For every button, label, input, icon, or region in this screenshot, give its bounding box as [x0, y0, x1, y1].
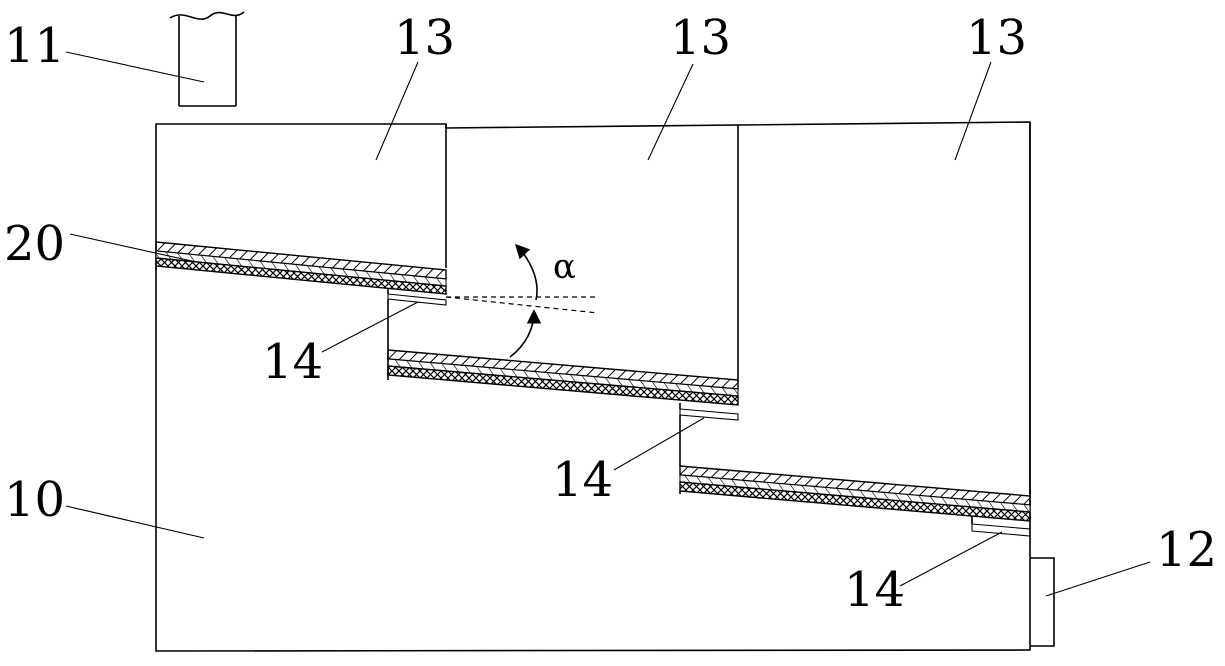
leader-lines: [65, 51, 1151, 597]
label-angle: α: [553, 247, 576, 287]
angle-indicator: [445, 243, 599, 358]
inlet-pipe: [169, 11, 245, 107]
partition-walls: [445, 122, 1031, 498]
outlet-pipe: [1030, 557, 1055, 647]
label-chamber-2: 13: [670, 10, 731, 66]
filter-plate-step-2: [387, 299, 739, 409]
label-chamber-1: 13: [394, 10, 455, 66]
label-chamber-3: 13: [966, 10, 1027, 66]
label-outlet: 12: [1156, 522, 1217, 578]
filter-plate-step-1: [155, 241, 447, 295]
label-inlet: 11: [4, 18, 65, 74]
filter-plate-step-3: [679, 465, 1031, 524]
label-lip-2: 14: [552, 452, 613, 508]
lip-step-1: [387, 293, 447, 306]
lip-step-2: [679, 408, 739, 421]
lip-step-3: [971, 523, 1031, 537]
label-lip-3: 14: [844, 562, 905, 618]
label-body: 10: [4, 472, 65, 528]
label-plate: 20: [4, 216, 65, 272]
label-lip-1: 14: [262, 334, 323, 390]
